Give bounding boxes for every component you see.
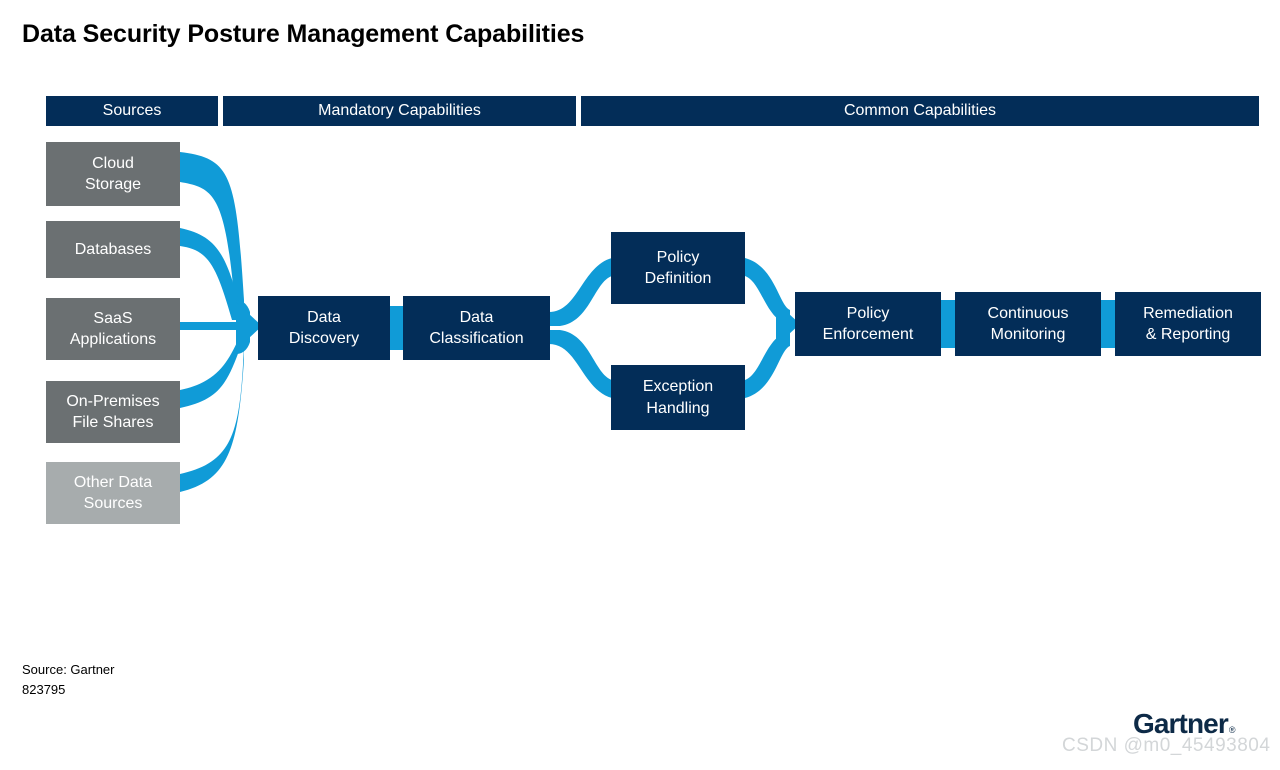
node-label-line1: Policy bbox=[846, 304, 890, 322]
registered-trademark-icon: ® bbox=[1228, 725, 1236, 735]
node-on-premises-file-shares[interactable]: On-Premises File Shares bbox=[46, 381, 180, 443]
node-cloud-storage[interactable]: Cloud Storage bbox=[46, 142, 180, 206]
ribbon-cloud-storage bbox=[180, 152, 244, 318]
node-label-line1: Data bbox=[307, 308, 341, 326]
node-label-line1: Policy bbox=[656, 248, 700, 266]
node-label-line2: Sources bbox=[83, 495, 143, 512]
ribbon-policy-definition-to-enforcement bbox=[745, 258, 790, 324]
band-mandatory-capabilities: Mandatory Capabilities bbox=[223, 96, 576, 126]
node-label-line2: File Shares bbox=[72, 414, 154, 431]
ribbon-databases bbox=[180, 228, 240, 320]
band-sources: Sources bbox=[46, 96, 218, 126]
node-policy-enforcement[interactable]: Policy Enforcement bbox=[795, 292, 941, 356]
node-label-line1: SaaS bbox=[93, 309, 133, 327]
source-document-id: 823795 bbox=[22, 681, 66, 697]
ribbon-other bbox=[180, 346, 244, 492]
node-label-line2: & Reporting bbox=[1145, 326, 1231, 343]
node-exception-handling[interactable]: Exception Handling bbox=[611, 365, 745, 430]
gartner-logo: Gartner ® bbox=[1133, 710, 1236, 738]
ribbon-classification-to-exception-handling bbox=[549, 330, 612, 398]
node-saas-applications[interactable]: SaaS Applications bbox=[46, 298, 180, 360]
node-label-line2: Enforcement bbox=[822, 326, 914, 343]
node-label-line1: Databases bbox=[74, 240, 152, 258]
node-label-line1: Continuous bbox=[987, 304, 1069, 322]
page-title: Data Security Posture Management Capabil… bbox=[22, 20, 585, 48]
node-label-line1: Data bbox=[459, 308, 494, 326]
node-label-line1: Other Data bbox=[73, 473, 153, 491]
node-label-line1: Exception bbox=[642, 378, 714, 396]
node-label-line2: Applications bbox=[69, 331, 157, 348]
band-common-capabilities: Common Capabilities bbox=[581, 96, 1259, 126]
node-data-discovery[interactable]: Data Discovery bbox=[258, 296, 390, 360]
node-label-line2: Classification bbox=[429, 330, 524, 347]
node-policy-definition[interactable]: Policy Definition bbox=[611, 232, 745, 304]
node-remediation-and-reporting[interactable]: Remediation & Reporting bbox=[1115, 292, 1261, 356]
node-label-line2: Definition bbox=[644, 270, 712, 287]
node-continuous-monitoring[interactable]: Continuous Monitoring bbox=[955, 292, 1101, 356]
node-label-line1: Cloud bbox=[92, 154, 134, 172]
source-attribution: Source: Gartner 823795 bbox=[22, 660, 115, 699]
node-label-line1: On-Premises bbox=[66, 392, 160, 410]
ribbon-onprem bbox=[180, 336, 240, 408]
ribbon-throat bbox=[236, 300, 250, 354]
node-label-line2: Storage bbox=[84, 176, 142, 193]
ribbon-exception-handling-to-enforcement bbox=[745, 332, 790, 398]
node-label-line2: Handling bbox=[646, 399, 710, 417]
node-data-classification[interactable]: Data Classification bbox=[403, 296, 550, 360]
node-other-data-sources[interactable]: Other Data Sources bbox=[46, 462, 180, 524]
node-label-line2: Monitoring bbox=[990, 326, 1066, 343]
csdn-watermark: CSDN @m0_45493804 bbox=[1062, 735, 1271, 756]
gartner-logo-text: Gartner bbox=[1133, 708, 1229, 739]
ribbon-saas bbox=[180, 322, 244, 330]
source-attribution-text: Source: Gartner bbox=[22, 662, 115, 677]
node-label-line2: Discovery bbox=[288, 330, 360, 347]
node-label-line1: Remediation bbox=[1143, 304, 1233, 322]
node-databases[interactable]: Databases bbox=[46, 221, 180, 278]
source-to-discovery-ribbons bbox=[180, 152, 250, 492]
ribbon-classification-to-policy-definition bbox=[549, 258, 612, 326]
